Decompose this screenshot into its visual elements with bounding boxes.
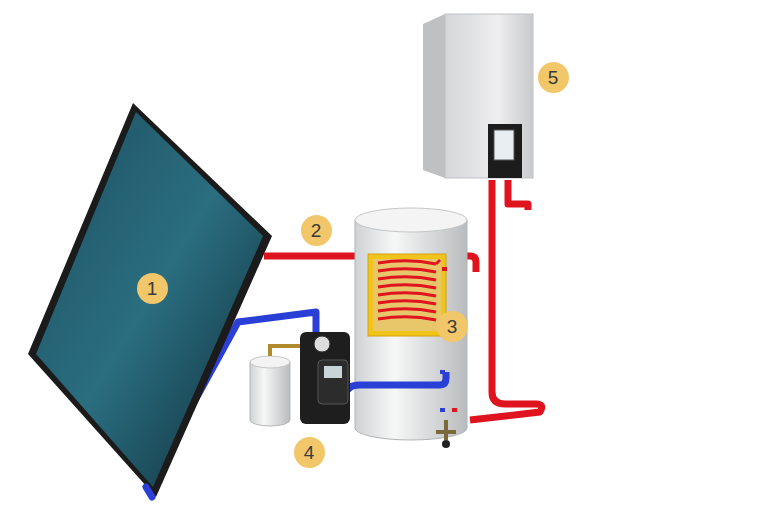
boiler-display xyxy=(494,130,514,160)
tank-body xyxy=(355,220,467,440)
callout-number: 3 xyxy=(447,317,458,336)
port xyxy=(440,408,445,412)
port xyxy=(442,267,447,271)
heat-coil xyxy=(378,260,440,320)
tank-inner xyxy=(373,259,441,331)
cold-pipe-end xyxy=(146,487,152,497)
collector-glass xyxy=(36,112,263,487)
pump-display xyxy=(324,366,342,378)
boiler-control xyxy=(488,124,522,178)
boiler-front xyxy=(445,14,533,178)
callout-number: 4 xyxy=(304,443,315,462)
boiler-pipe xyxy=(508,180,528,210)
pump-station xyxy=(300,332,350,424)
callout-circle: 4 xyxy=(294,437,325,468)
callout-number: 5 xyxy=(548,68,559,87)
expansion-vessel xyxy=(250,362,290,426)
cold-pipe xyxy=(345,372,446,398)
callout-circle: 1 xyxy=(137,273,168,304)
callout-circle: 5 xyxy=(538,62,569,93)
pump-controller xyxy=(318,360,348,404)
boiler-side xyxy=(423,14,533,178)
gauge xyxy=(314,336,330,352)
callout-number: 1 xyxy=(147,279,158,298)
boiler-pipe xyxy=(470,180,542,420)
collector-frame xyxy=(28,103,272,497)
tank-cutaway xyxy=(368,254,446,336)
callout-circle: 3 xyxy=(437,311,468,342)
tank-top xyxy=(355,208,467,232)
valve xyxy=(442,440,450,448)
port xyxy=(452,408,457,412)
callout-circle: 2 xyxy=(301,215,332,246)
vessel-pipe xyxy=(270,346,300,356)
callout-number: 2 xyxy=(311,221,322,240)
expansion-vessel-top xyxy=(250,356,290,368)
valve xyxy=(290,344,300,348)
valve xyxy=(436,420,456,440)
